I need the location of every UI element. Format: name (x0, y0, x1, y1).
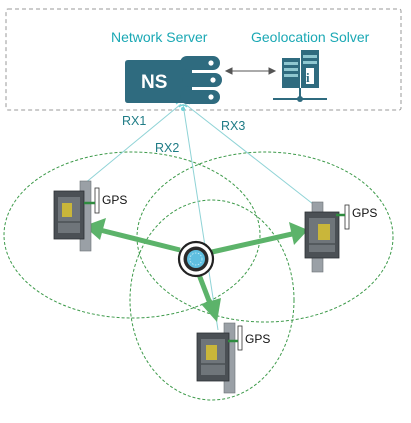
arrow-to-rx2 (195, 271, 221, 322)
gateway-rx3: GPS (304, 201, 377, 273)
rx-links (83, 103, 314, 331)
coverage-circle-rx2 (129, 199, 295, 401)
ns-badge: NS (141, 72, 167, 93)
gps-label-rx1: GPS (102, 193, 127, 207)
network-server-label: Network Server (111, 29, 208, 45)
svg-text:i: i (306, 70, 310, 85)
coverage-circle-rx1 (3, 151, 261, 319)
bidirectional-arrow-icon (224, 67, 277, 75)
link-rx1 (83, 103, 182, 185)
gps-antenna-icon (94, 187, 100, 214)
gps-antenna-icon (344, 204, 350, 230)
signal-arrows (84, 218, 308, 322)
gps-label-rx3: GPS (352, 206, 377, 220)
geolocation-server-icon: i (273, 50, 327, 102)
gateway-icon (304, 201, 340, 273)
end-device-icon (177, 240, 215, 278)
arrow-to-rx3 (211, 222, 308, 255)
link-rx3 (184, 103, 314, 205)
gps-label-rx2: GPS (245, 332, 270, 346)
geolocation-solver-label: Geolocation Solver (251, 29, 370, 45)
gateway-icon (196, 322, 236, 394)
coverage-circle-rx3 (136, 151, 394, 323)
rx1-label: RX1 (122, 114, 146, 128)
arrow-to-rx1 (84, 218, 181, 253)
gateway-rx2: GPS (196, 322, 270, 394)
gateway-icon (53, 180, 92, 252)
gps-antenna-icon (237, 325, 243, 351)
rx2-label: RX2 (155, 141, 179, 155)
server-container (5, 8, 402, 111)
gateway-rx1: GPS (53, 180, 127, 252)
rx3-label: RX3 (221, 119, 245, 133)
server-icon: NS (125, 56, 222, 104)
link-rx2 (182, 103, 219, 331)
